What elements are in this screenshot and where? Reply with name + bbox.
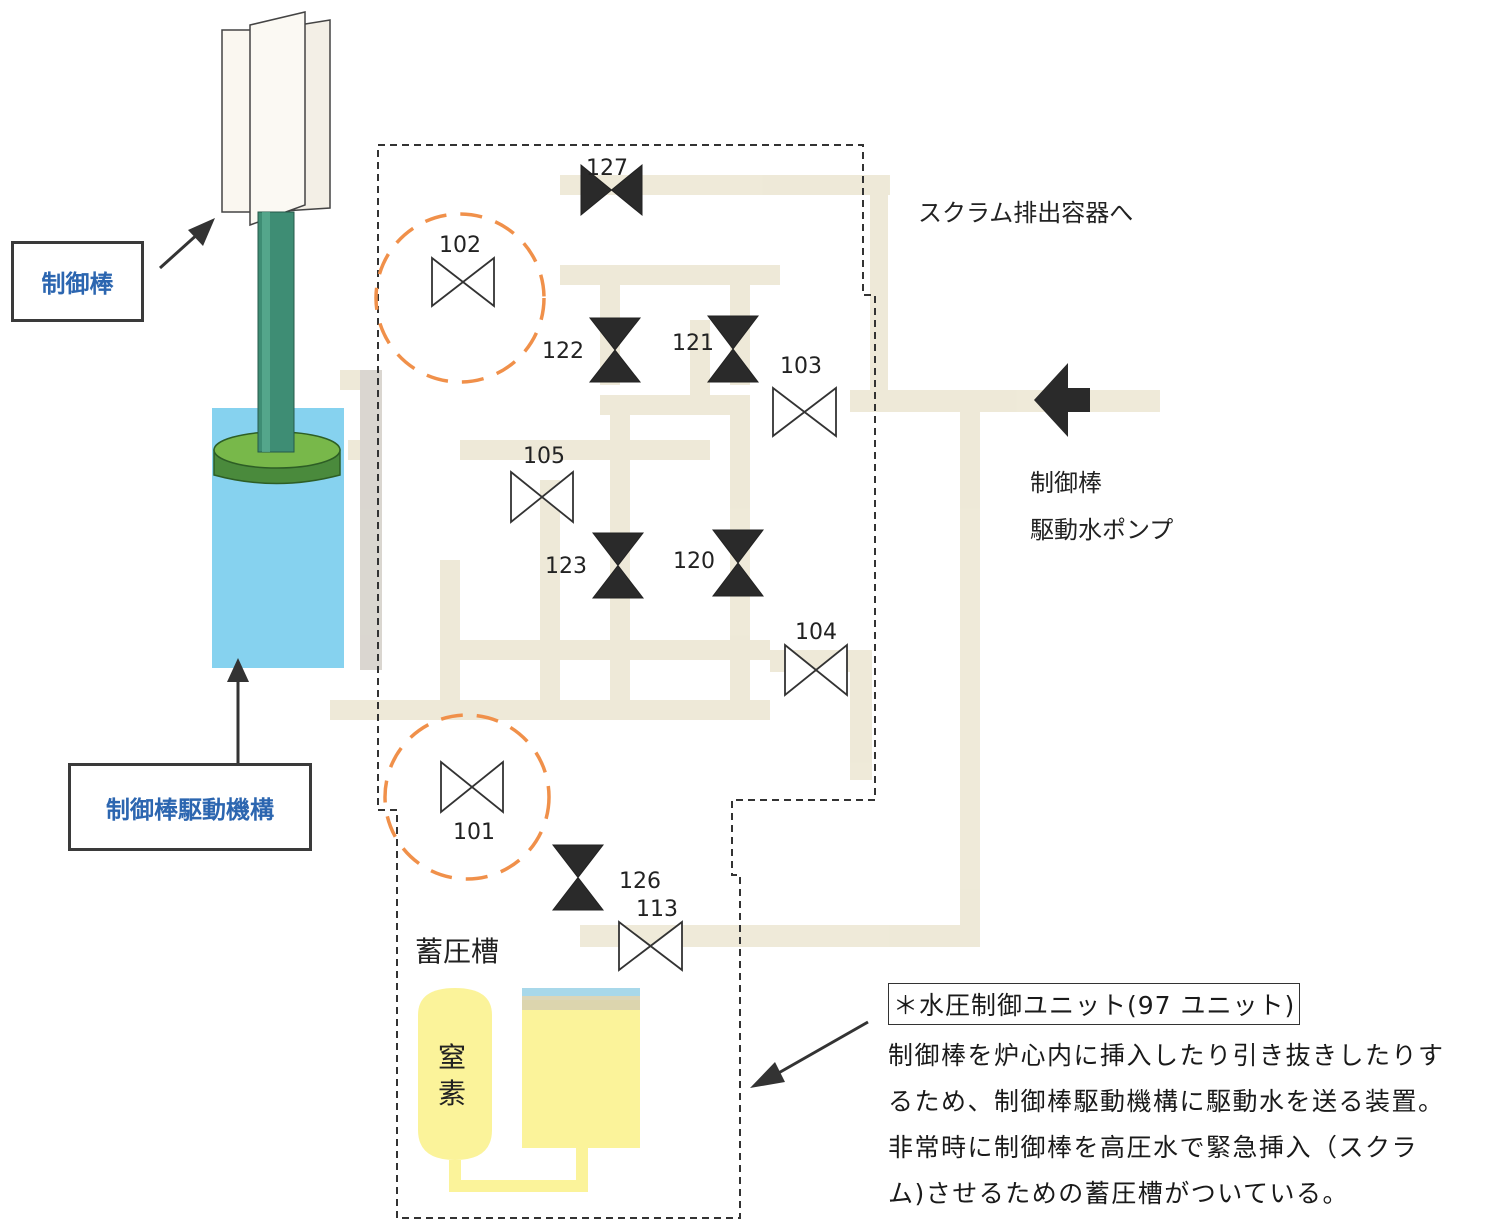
pipe bbox=[440, 640, 770, 660]
control-rod-label: 制御棒 bbox=[11, 241, 144, 322]
valve-label-101: 101 bbox=[453, 820, 495, 845]
scram-tank-label: スクラム排出容器へ bbox=[918, 199, 1134, 227]
valve-123 bbox=[591, 532, 645, 599]
valve-104 bbox=[784, 643, 848, 697]
hcu-description-line: ム)させるための蓄圧槽がついている。 bbox=[888, 1179, 1350, 1208]
valve-label-120: 120 bbox=[673, 549, 715, 574]
valve-label-122: 122 bbox=[542, 339, 584, 364]
hcu-description-line: 非常時に制御棒を高圧水で緊急挿入（スクラ bbox=[888, 1133, 1419, 1162]
valve-label-104: 104 bbox=[795, 620, 837, 645]
valve-label-121: 121 bbox=[672, 331, 714, 356]
highlight-circle-101 bbox=[383, 713, 551, 881]
valve-label-113: 113 bbox=[636, 897, 678, 922]
pipe bbox=[850, 650, 872, 780]
hcu-description-line: 制御棒を炉心内に挿入したり引き抜きしたりす bbox=[888, 1041, 1445, 1070]
connecting-pipe bbox=[449, 1148, 588, 1192]
valve-label-126: 126 bbox=[619, 869, 661, 894]
water-surface bbox=[522, 988, 640, 996]
pipe bbox=[540, 480, 560, 700]
drive-arrow-head bbox=[227, 658, 249, 682]
pipe bbox=[850, 390, 1160, 412]
control-rod-drive-label-text: 制御棒駆動機構 bbox=[106, 795, 274, 824]
arrows bbox=[158, 218, 869, 1088]
control-rod-blades bbox=[221, 11, 331, 227]
accumulator bbox=[418, 988, 640, 1192]
rod-arrow-line bbox=[158, 230, 202, 270]
valve-label-123: 123 bbox=[545, 554, 587, 579]
valve-label-103: 103 bbox=[780, 354, 822, 379]
hcu-description: ＊水圧制御ユニット(97 ユニット) 制御棒を炉心内に挿入したり引き抜きしたりす… bbox=[888, 983, 1478, 1217]
pipe bbox=[360, 370, 382, 670]
pipe bbox=[960, 390, 980, 940]
highlight-circle-102 bbox=[374, 212, 546, 384]
hcu-description-line: るため、制御棒駆動機構に駆動水を送る装置。 bbox=[888, 1087, 1445, 1116]
valve-122 bbox=[588, 317, 642, 383]
accumulator-label: 蓄圧槽 bbox=[415, 935, 500, 968]
valve-label-127: 127 bbox=[586, 156, 628, 181]
valve-105 bbox=[510, 470, 574, 524]
control-rod-drive-label: 制御棒駆動機構 bbox=[68, 763, 312, 851]
rod-shaft-highlight bbox=[262, 212, 270, 452]
pump-inlet-arrow-icon bbox=[1034, 363, 1090, 437]
pump-label-line1: 制御棒 bbox=[1030, 469, 1102, 497]
nitrogen-label: 窒 素 bbox=[438, 1041, 467, 1110]
pump-label-line2: 駆動水ポンプ bbox=[1030, 516, 1174, 544]
hcu-arrow-line bbox=[774, 1020, 869, 1077]
valve-126 bbox=[551, 844, 605, 911]
valve-label-102: 102 bbox=[439, 233, 481, 258]
pipe bbox=[330, 700, 770, 720]
pipe bbox=[690, 320, 710, 400]
nitrogen-tank bbox=[418, 988, 492, 1160]
control-rod-label-text: 制御棒 bbox=[41, 270, 114, 298]
valve-103 bbox=[772, 386, 837, 438]
hcu-description-title: ＊水圧制御ユニット(97 ユニット) bbox=[888, 983, 1301, 1025]
piston-layer bbox=[522, 996, 640, 1010]
valve-127 bbox=[580, 163, 643, 217]
pipe bbox=[440, 560, 460, 720]
hcu-boundary bbox=[377, 144, 876, 1219]
valve-102 bbox=[431, 256, 495, 308]
water-tank bbox=[522, 1000, 640, 1148]
pipe bbox=[460, 440, 710, 460]
valve-label-105: 105 bbox=[523, 444, 565, 469]
valve-113 bbox=[618, 920, 683, 972]
valve-121 bbox=[706, 315, 760, 383]
rod-arrow-head bbox=[188, 218, 215, 246]
valve-101 bbox=[440, 760, 504, 814]
valve-120 bbox=[711, 529, 765, 597]
pipe bbox=[870, 175, 888, 405]
hcu-arrow-head bbox=[750, 1062, 785, 1088]
